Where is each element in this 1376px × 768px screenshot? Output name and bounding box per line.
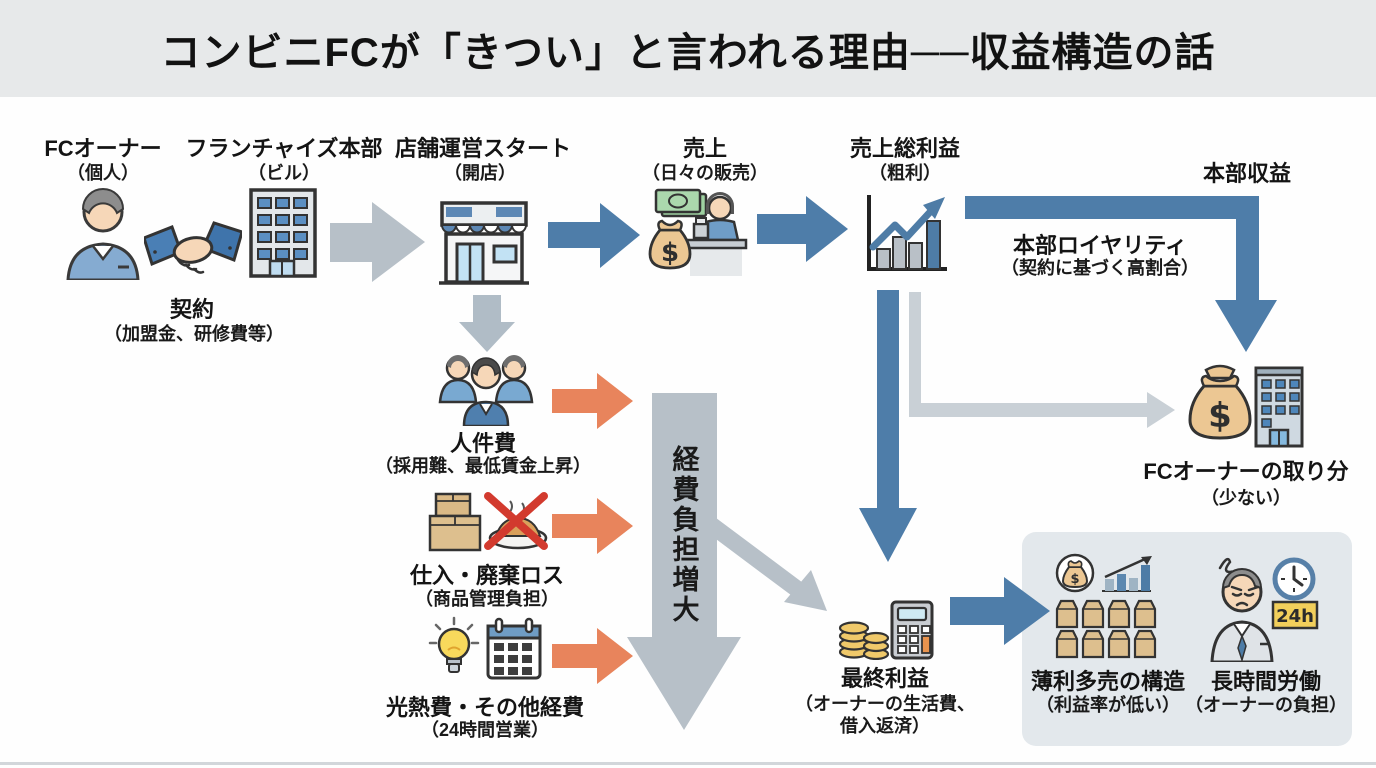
labor-cost-sub: （採用難、最低賃金上昇） (375, 456, 591, 476)
arrow-utility-cost (552, 628, 633, 684)
arrow-gross-to-owner-share (909, 292, 1175, 428)
growth-chart-icon (867, 195, 947, 271)
purchase-waste-label: 仕入・廃棄ロス (409, 563, 565, 588)
fc-owner-label: FCオーナー (44, 136, 162, 161)
franchise-hq-label: フランチャイズ本部 (185, 136, 383, 161)
arrow-store-to-sales (548, 203, 640, 268)
final-profit-label: 最終利益 (840, 666, 930, 691)
tired-owner-clock-icon: 24h (1210, 557, 1319, 662)
svg-text:$: $ (1208, 396, 1232, 436)
thin-margin-sub: （利益率が低い） (1036, 695, 1180, 715)
owner-share-sub: （少ない） (1201, 488, 1291, 508)
gross-profit-sub: （粗利） (869, 163, 941, 183)
hq-revenue-label: 本部収益 (1202, 161, 1292, 186)
volume-sales-icon: $ (1055, 553, 1157, 659)
bulb-calendar-icon (428, 616, 542, 680)
store-start-sub: （開店） (444, 163, 516, 183)
person-icon (66, 188, 140, 280)
title-band: コンビニFCが「きつい」と言われる理由──収益構造の話 (0, 0, 1376, 97)
long-hours-label: 長時間労働 (1210, 669, 1322, 694)
arrow-purchase-waste (552, 498, 633, 554)
bottom-divider (0, 762, 1376, 765)
royalty-label: 本部ロイヤリティ (1012, 233, 1188, 258)
svg-text:$: $ (661, 238, 679, 268)
money-bag-building-icon: $ (1188, 364, 1304, 448)
final-profit-sub2: 借入返済） (840, 716, 930, 736)
arrow-hq-to-store (330, 202, 425, 282)
storefront-icon (439, 201, 529, 285)
cash-register-icon: $ (648, 188, 748, 276)
long-hours-sub: （オーナーの負担） (1185, 695, 1347, 715)
arrow-labor-cost (552, 373, 633, 429)
arrow-expense-burden-big (627, 393, 741, 730)
royalty-sub: （契約に基づく高割合） (1001, 258, 1199, 278)
office-building-icon (249, 188, 317, 278)
contract-sub: （加盟金、研修費等） (104, 324, 284, 344)
contract-label: 契約 (169, 297, 215, 322)
svg-text:$: $ (1070, 572, 1079, 587)
arrow-gross-to-hq-revenue (965, 196, 1277, 352)
fc-owner-sub: （個人） (67, 163, 139, 183)
franchise-hq-sub: （ビル） (248, 163, 320, 183)
coins-calculator-icon (838, 600, 934, 660)
gross-profit-label: 売上総利益 (849, 136, 961, 161)
utility-cost-sub: （24時間営業） (420, 720, 550, 740)
labor-cost-label: 人件費 (449, 431, 517, 456)
staff-icon (438, 355, 534, 426)
purchase-waste-sub: （商品管理負担） (415, 589, 559, 609)
thin-margin-label: 薄利多売の構造 (1030, 669, 1186, 694)
arrow-sales-to-gross (757, 196, 848, 262)
boxes-food-waste-icon (428, 492, 548, 552)
svg-text:24h: 24h (1276, 606, 1314, 627)
sales-sub: （日々の販売） (642, 163, 768, 183)
arrow-final-to-panel (950, 577, 1050, 645)
expense-burden-label: 経費負担増大 (668, 445, 699, 625)
arrow-expense-to-final (704, 517, 827, 611)
diagram-title: コンビニFCが「きつい」と言われる理由──収益構造の話 (160, 30, 1216, 75)
sales-label: 売上 (682, 136, 728, 161)
store-start-label: 店舗運営スタート (394, 136, 572, 161)
arrow-gross-to-final (859, 290, 917, 562)
owner-share-label: FCオーナーの取り分 (1143, 459, 1349, 484)
handshake-icon (144, 221, 242, 274)
final-profit-sub1: （オーナーの生活費、 (795, 694, 975, 714)
utility-cost-label: 光熱費・その他経費 (385, 695, 585, 720)
arrow-store-down (459, 295, 515, 352)
